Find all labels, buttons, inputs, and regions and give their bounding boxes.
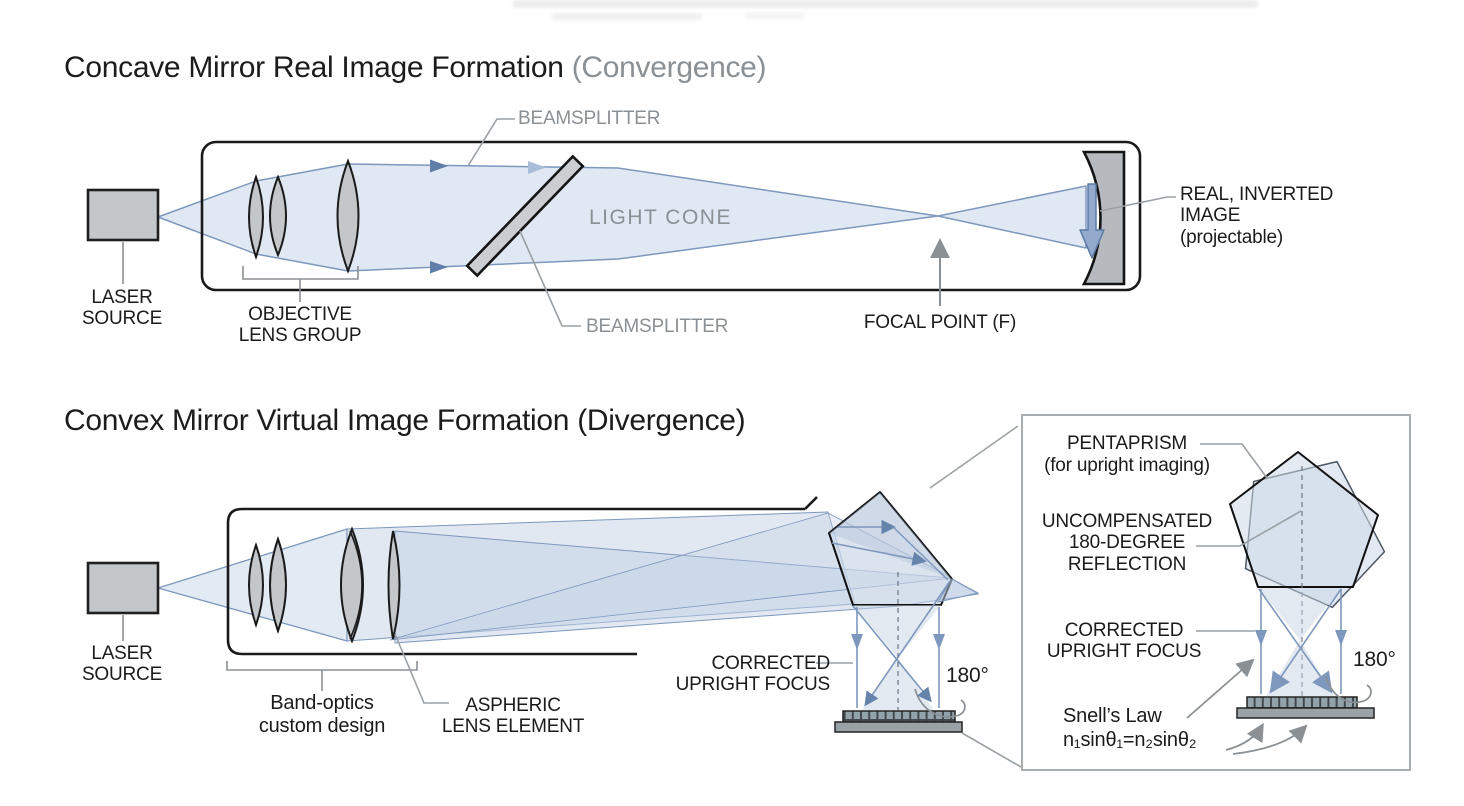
diagram2-title: Convex Mirror Virtual Image Formation (D… [64, 404, 746, 437]
ray-arrowheads [430, 159, 546, 274]
pentaprism-inset-panel [1021, 414, 1411, 771]
laser-source-box [86, 188, 160, 284]
snell-law-arrows [1186, 658, 1308, 755]
inset-corrected-column [1255, 588, 1347, 696]
pentaprism-main [828, 491, 980, 606]
faded-cropped-text [745, 13, 805, 19]
diverging-beams [157, 511, 979, 644]
inset-pentaprism-sublabel: (for upright imaging) [1044, 455, 1210, 476]
aspheric-leader [394, 633, 449, 704]
rotation-arc-inset [1325, 675, 1372, 704]
inset-pentaprism-label: PENTAPRISM [1066, 433, 1188, 454]
snells-formula-label: n₁sinθ₁=n₂sinθ₂ [1063, 729, 1197, 751]
sensor-main [834, 710, 963, 733]
objective-lens-group-label: OBJECTIVE LENS GROUP [238, 304, 362, 347]
inset-angle-180-label: 180° [1353, 648, 1396, 671]
real-image-label: REAL, INVERTED IMAGE (projectable) [1180, 184, 1334, 248]
inset-connector-top [929, 425, 1019, 489]
lens-group-bracket [242, 266, 359, 302]
laser-source-box-2 [86, 561, 160, 641]
aspheric-lens [387, 530, 401, 640]
inset-connector-bottom [961, 732, 1022, 768]
beamsplitter-top-label: BEAMSPLITTER [518, 108, 661, 129]
inset-sensor [1236, 696, 1375, 719]
corrected-focus-column [851, 572, 951, 710]
inverted-image-arrow [1079, 183, 1105, 259]
diagram1-title-main: Concave Mirror Real Image Formation [64, 51, 572, 84]
focal-point-label: FOCAL POINT (F) [863, 312, 1017, 333]
inset-leader-lines [1196, 443, 1302, 632]
concave-mirror-diagram [86, 118, 1176, 327]
convex-mirror-diagram [86, 425, 1022, 768]
beamsplitter-bottom-label: BEAMSPLITTER [586, 316, 729, 337]
rotation-arc-main [914, 688, 966, 718]
laser-source-label-2: LASER SOURCE [81, 643, 163, 686]
inset-corrected-label: CORRECTED UPRIGHT FOCUS [1046, 620, 1202, 663]
beamsplitter-bottom-leader [519, 230, 581, 327]
diagram1-title-paren: (Convergence) [571, 51, 767, 84]
light-cone-label: LIGHT CONE [589, 206, 732, 229]
objective-lens-group [248, 158, 360, 274]
diagram1-title: Concave Mirror Real Image Formation (Con… [64, 51, 767, 85]
band-optics-bracket [226, 661, 418, 691]
band-optics-lens-group [248, 526, 401, 644]
laser-source-label-1: LASER SOURCE [81, 287, 163, 330]
real-image-leader [1099, 196, 1176, 212]
angle-180-label: 180° [946, 664, 989, 687]
faded-cropped-text [513, 0, 1258, 8]
faded-cropped-text [552, 13, 702, 20]
bench-frame [200, 140, 1142, 292]
band-optics-label: Band-optics custom design [258, 692, 386, 737]
bench-frame-open [226, 496, 818, 656]
snells-law-label: Snell’s Law [1063, 705, 1162, 727]
inset-pentaprism [1229, 451, 1379, 588]
beamsplitter-top-leader [467, 118, 515, 167]
inset-uncompensated-label: UNCOMPENSATED 180-DEGREE REFLECTION [1041, 511, 1213, 575]
beamsplitter-plate [465, 154, 585, 278]
aspheric-lens-label: ASPHERIC LENS ELEMENT [441, 695, 585, 738]
corrected-upright-focus-label: CORRECTED UPRIGHT FOCUS [675, 653, 831, 696]
